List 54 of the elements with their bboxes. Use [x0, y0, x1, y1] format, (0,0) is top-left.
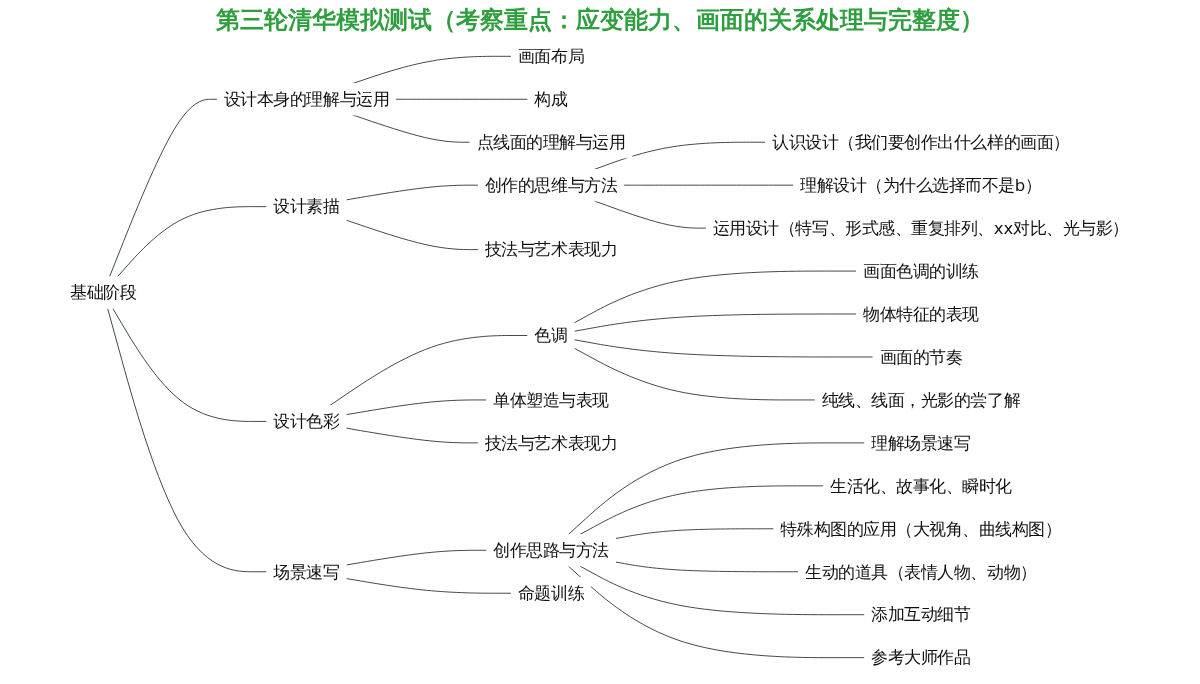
- node-text: 构成: [534, 89, 568, 110]
- node-text: 特殊构图的应用（大视角、曲线构图）: [780, 518, 1062, 539]
- node-text: 创作的思维与方法: [485, 175, 618, 196]
- connector: [579, 565, 866, 616]
- node-text: 物体特征的表现: [863, 304, 980, 324]
- connector: [346, 184, 480, 201]
- node-text: 技法与艺术表现力: [485, 239, 618, 260]
- node-text: 画面的节奏: [880, 347, 963, 367]
- connector: [112, 307, 268, 422]
- connector: [346, 578, 513, 594]
- connector: [579, 485, 825, 535]
- node-text: 创作思路与方法: [493, 540, 610, 561]
- connector: [615, 561, 800, 573]
- connector: [352, 114, 471, 143]
- node-text: 色调: [534, 325, 568, 346]
- node-text: 命题训练: [518, 583, 585, 604]
- connector: [594, 141, 767, 170]
- connector: [568, 442, 866, 535]
- node-text: 理解设计（为什么选择而不是b）: [800, 175, 1043, 196]
- node-text: 生动的道具（表情人物、动物）: [805, 561, 1037, 582]
- connector: [574, 313, 858, 332]
- node-text: 画面布局: [518, 46, 585, 67]
- node-text: 场景速写: [273, 561, 340, 582]
- node-text: 画面色调的训练: [863, 261, 980, 281]
- connector: [109, 98, 219, 278]
- connector: [594, 200, 708, 229]
- node-text: 添加互动细节: [871, 604, 971, 625]
- title: 第三轮清华模拟测试（考察重点：应变能力、画面的关系处理与完整度）: [215, 4, 985, 34]
- connector: [574, 339, 874, 358]
- node-text: 设计色彩: [273, 411, 340, 432]
- connector: [568, 565, 866, 659]
- node-text: 纯线、线面，光影的尝了解: [822, 390, 1021, 410]
- node-text: 生活化、故事化、瞬时化: [830, 475, 1013, 496]
- connector: [346, 427, 480, 444]
- connector: [574, 270, 858, 324]
- node-text: 基础阶段: [70, 282, 137, 303]
- connector: [346, 219, 480, 251]
- connector: [117, 206, 268, 278]
- connector: [574, 347, 816, 401]
- connector: [329, 335, 529, 407]
- connector: [395, 98, 529, 100]
- node-text: 理解场景速写: [871, 433, 971, 453]
- node-text: 设计素描: [273, 196, 340, 217]
- node-text: 设计本身的理解与运用: [224, 89, 390, 110]
- connector: [346, 399, 488, 416]
- node-text: 技法与艺术表现力: [485, 433, 618, 453]
- node-text: 点线面的理解与运用: [477, 132, 626, 153]
- connector: [107, 307, 268, 573]
- connector: [346, 549, 488, 566]
- node-text: 认识设计（我们要创作出什么样的画面）: [772, 132, 1071, 153]
- node-text: 单体塑造与表现: [493, 390, 610, 410]
- node-text: 运用设计（特写、形式感、重复排列、xx对比、光与影）: [713, 218, 1130, 239]
- node-text: 参考大师作品: [871, 647, 971, 668]
- connector: [615, 528, 775, 539]
